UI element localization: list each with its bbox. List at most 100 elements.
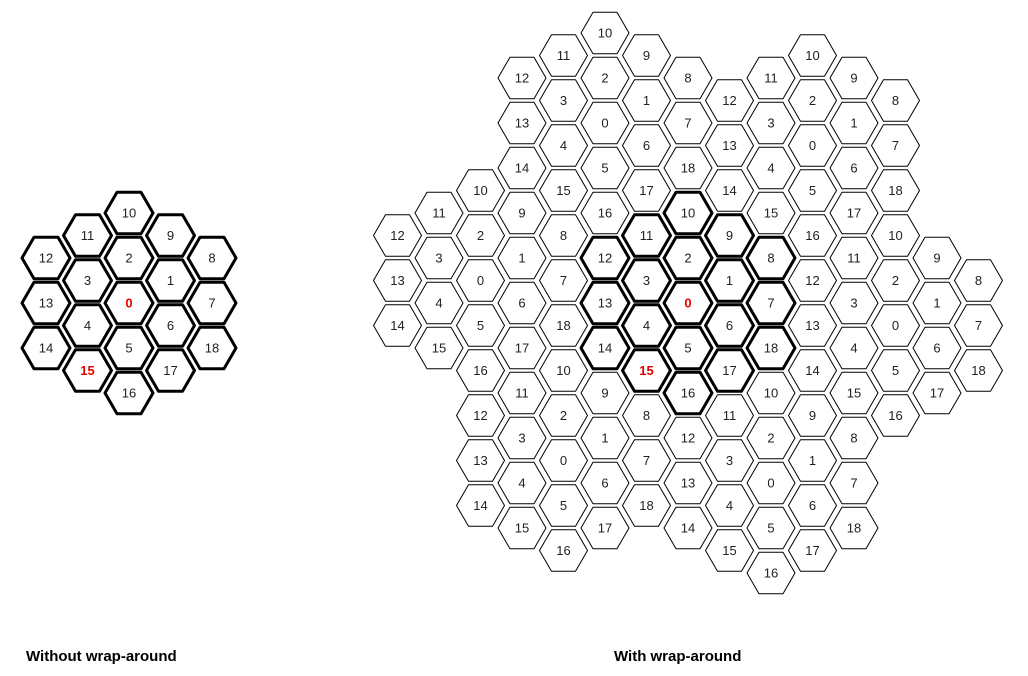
right-copy-hex-cell [497,101,547,145]
right-copy-hex-cell [788,259,837,302]
right-copy-hex-cell [746,56,796,100]
right-copy-hex-cell [871,79,920,122]
right-center-hex-cell [621,258,672,303]
right-copy-hex-label: 2 [560,408,567,423]
right-copy-hex-cell [497,146,547,190]
right-center-hex-label: 11 [640,228,654,243]
right-center-hex-cell [745,235,797,281]
right-copy-hex-label: 12 [515,71,529,86]
right-copy-hex-label: 15 [432,341,446,356]
right-copy-hex-cell [622,439,671,482]
right-center-hex-label: 6 [726,318,733,333]
right-copy-hex-cell [705,169,754,212]
right-copy-hex-label: 9 [809,408,816,423]
right-copy-hex-label: 11 [432,206,446,221]
right-copy-hex-cell [788,349,837,392]
right-copy-hex-label: 14 [473,498,487,513]
right-copy-hex-cell [580,506,630,550]
right-copy-hex-label: 6 [809,498,816,513]
left-hex-cell [103,235,155,281]
right-copy-hex-label: 11 [557,48,571,63]
right-copy-hex-label: 4 [518,476,525,491]
right-copy-hex-label: 14 [390,318,404,333]
left-hex-cell [145,258,196,303]
right-copy-hex-cell [580,416,630,460]
right-copy-hex-cell [373,214,422,257]
right-copy-hex-label: 5 [892,363,899,378]
right-copy-hex-cell [788,214,837,257]
right-copy-hex-cell [497,236,547,280]
right-copy-hex-label: 0 [809,138,816,153]
right-copy-hex-label: 8 [560,228,567,243]
right-copy-hex-cell [663,416,713,460]
right-copy-hex-cell [746,371,796,415]
caption-without-wrap: Without wrap-around [26,648,177,665]
right-copy-hex-label: 4 [850,341,857,356]
right-copy-hex-cell [539,79,588,122]
right-center-hex-cell [704,213,755,258]
right-copy-hex-cell [829,461,879,505]
right-copy-hex-label: 6 [518,296,525,311]
right-copy-hex-label: 7 [643,453,650,468]
right-copy-hex-label: 3 [435,251,442,266]
right-center-hex-label: 4 [643,318,650,333]
right-center-hex-cell [621,348,672,393]
right-center-hex-label: 3 [643,273,650,288]
right-copy-hex-cell [663,146,713,190]
right-copy-hex-label: 12 [390,228,404,243]
left-hex-cell [62,303,113,348]
right-copy-hex-label: 16 [556,543,570,558]
left-hex-label: 17 [163,363,177,378]
right-copy-hex-cell [456,304,505,347]
right-copy-hex-label: 18 [556,318,570,333]
right-copy-hex-cell [663,56,713,100]
right-copy-hex-cell [871,304,920,347]
right-center-hex-cell [662,325,714,371]
right-copy-hex-cell [829,236,879,280]
right-copy-hex-label: 8 [975,273,982,288]
left-hex-label: 8 [208,251,215,266]
left-hex-label: 6 [167,318,174,333]
right-copy-hex-cell [788,79,837,122]
right-copy-hex-cell [456,214,505,257]
right-center-hex-label: 12 [598,251,612,266]
right-copy-hex-cell [497,281,547,325]
right-copy-hex-label: 6 [933,341,940,356]
caption-with-wrap: With wrap-around [614,648,742,665]
right-center-hex-label: 1 [726,273,733,288]
right-copy-hex-label: 13 [515,116,529,131]
right-copy-hex-label: 14 [722,183,736,198]
right-copy-hex-cell [746,461,796,505]
right-copy-hex-cell [580,371,630,415]
right-copy-hex-cell [871,394,920,437]
right-copy-hex-label: 1 [809,453,816,468]
right-copy-hex-label: 17 [515,341,529,356]
right-copy-hex-label: 11 [723,408,737,423]
right-copy-hex-label: 8 [850,431,857,446]
left-hex-label: 16 [122,386,136,401]
right-copy-hex-cell [705,124,754,167]
right-copy-hex-label: 5 [560,498,567,513]
right-copy-hex-label: 1 [518,251,525,266]
left-hex-cell [186,280,238,326]
right-copy-hex-cell [954,304,1003,347]
right-copy-hex-label: 9 [601,386,608,401]
bold-hex-layer [20,190,797,416]
right-center-hex-cell [662,190,714,236]
left-hex-cell [20,280,72,326]
right-copy-hex-label: 0 [601,116,608,131]
right-copy-hex-cell [497,56,547,100]
right-copy-hex-cell [829,56,879,100]
right-copy-hex-cell [663,101,713,145]
right-copy-hex-label: 12 [681,431,695,446]
right-copy-hex-cell [829,416,879,460]
right-copy-hex-cell [705,394,754,437]
left-hex-cell [145,213,196,258]
right-copy-hex-cell [497,416,547,460]
right-copy-hex-label: 3 [850,296,857,311]
left-hex-cell [103,325,155,371]
right-center-hex-cell [704,348,755,393]
right-copy-hex-label: 16 [764,566,778,581]
left-hex-cell [186,325,238,371]
right-copy-hex-label: 16 [805,228,819,243]
